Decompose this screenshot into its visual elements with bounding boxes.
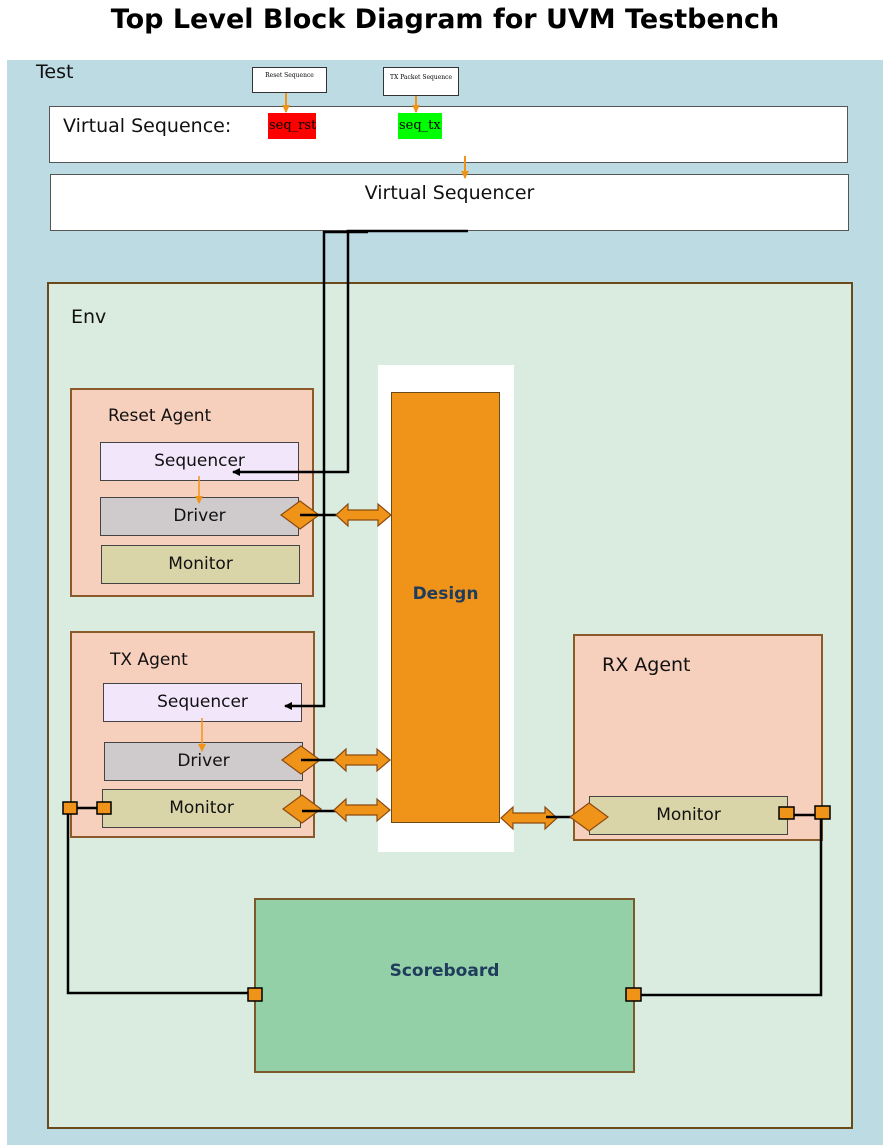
scoreboard-label: Scoreboard (389, 961, 500, 981)
tx-monitor-bidir-arrow (333, 797, 391, 823)
rx-monitor-port-icon (568, 802, 610, 832)
design-label: Design (412, 584, 479, 604)
test-label: Test (36, 61, 74, 83)
tx-agent-label: TX Agent (110, 650, 188, 670)
tx-packet-sequence-box: TX Packet Sequence (383, 67, 459, 96)
tx-monitor-analysis-port-left (62, 801, 78, 815)
reset-driver-bidir-arrow (335, 502, 392, 528)
rx-monitor-analysis-port-right (814, 805, 831, 820)
scoreboard-port-left (247, 987, 263, 1002)
vsqr-to-tx-sequencer (284, 230, 368, 710)
reset-monitor: Monitor (101, 545, 300, 584)
seq-tx-chip: seq_tx (398, 113, 442, 139)
tx-monitor-analysis-port (96, 801, 112, 815)
env-label: Env (71, 306, 107, 328)
virtual-sequence-box (49, 106, 848, 163)
seq-rst-chip: seq_rst (268, 113, 316, 139)
diagram-title: Top Level Block Diagram for UVM Testbenc… (110, 4, 780, 35)
rx-monitor: Monitor (589, 796, 788, 835)
tx-monitor-to-scoreboard-line (66, 806, 248, 995)
reset-agent-label: Reset Agent (108, 406, 212, 426)
vsqr-to-reset-sequencer (232, 229, 468, 476)
tx-monitor-port-icon (281, 794, 323, 824)
reset-sequencer: Sequencer (100, 442, 299, 481)
scoreboard-port-right (625, 987, 642, 1002)
virtual-sequencer-label: Virtual Sequencer (364, 182, 535, 204)
tx-driver-bidir-arrow (333, 747, 391, 773)
tx-monitor: Monitor (102, 789, 301, 828)
reset-sequence-box: Reset Sequence (252, 67, 327, 93)
virtual-sequence-label: Virtual Sequence: (63, 115, 232, 137)
rx-agent-label: RX Agent (602, 654, 691, 676)
design-block (391, 392, 500, 823)
rx-monitor-to-scoreboard-line (640, 813, 823, 997)
tx-sequencer: Sequencer (103, 683, 302, 722)
scoreboard (254, 898, 635, 1073)
virtual-sequencer-box (50, 174, 849, 231)
rx-monitor-analysis-port (778, 806, 795, 820)
